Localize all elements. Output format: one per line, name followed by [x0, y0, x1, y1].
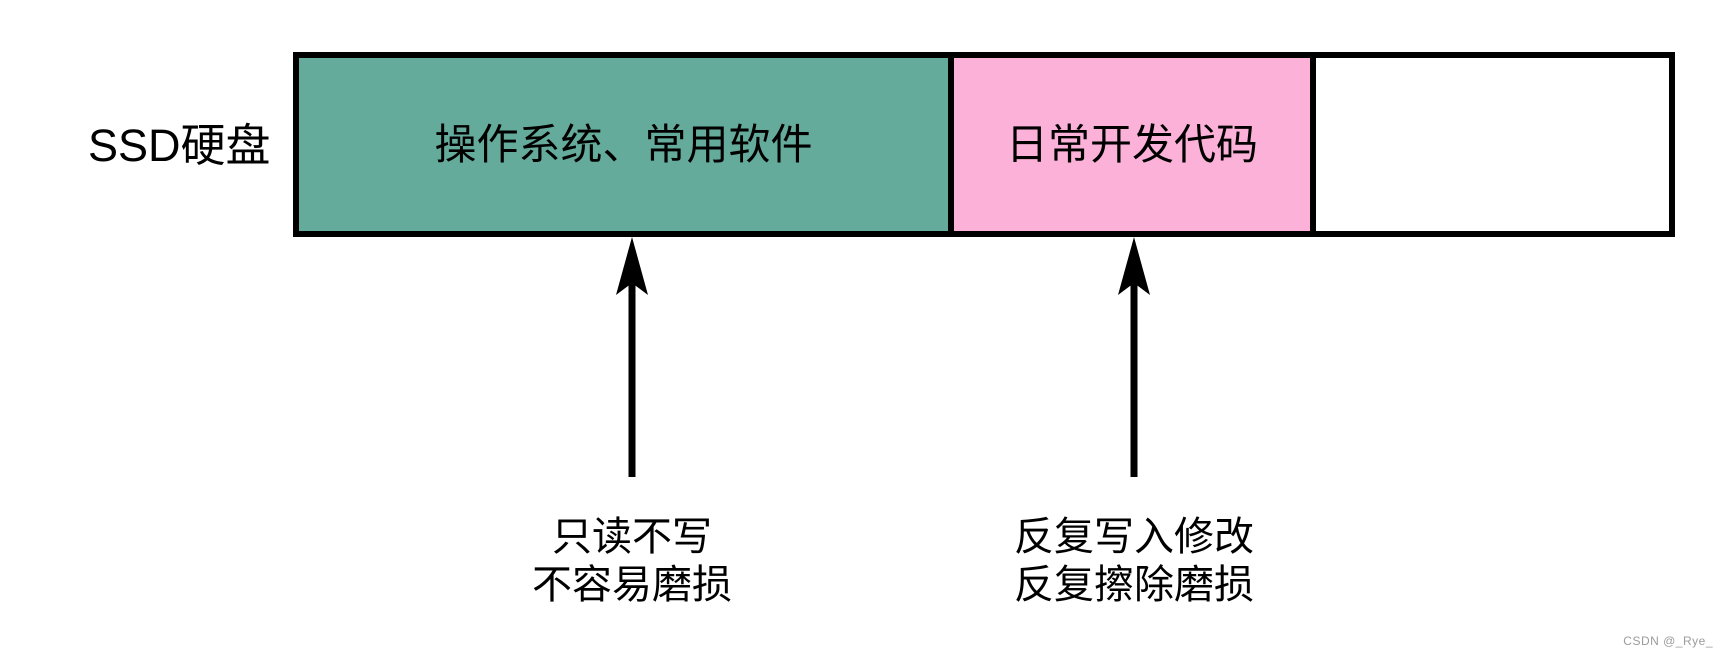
- callout-dev-code-line1: 反复写入修改: [1014, 515, 1254, 559]
- up-arrow-icon-os: [616, 237, 648, 477]
- callout-dev-code: 反复写入修改 反复擦除磨损: [924, 513, 1344, 609]
- callout-os-line2: 不容易磨损: [532, 563, 732, 607]
- segment-os: 操作系统、常用软件: [299, 58, 955, 231]
- segment-os-label: 操作系统、常用软件: [434, 120, 813, 168]
- callout-os: 只读不写 不容易磨损: [422, 513, 842, 609]
- segment-dev-code-label: 日常开发代码: [1006, 120, 1259, 168]
- watermark: CSDN @_Rye_: [1623, 634, 1713, 648]
- segment-dev-code: 日常开发代码: [954, 58, 1316, 231]
- callout-os-line1: 只读不写: [552, 515, 712, 559]
- ssd-bar: 操作系统、常用软件 日常开发代码: [293, 52, 1675, 237]
- up-arrow-icon-dev-code: [1118, 237, 1150, 477]
- arrow-stem: [628, 279, 636, 477]
- disk-label: SSD硬盘: [88, 120, 271, 171]
- callout-dev-code-line2: 反复擦除磨损: [1014, 563, 1254, 607]
- segment-free: [1315, 58, 1669, 231]
- arrowhead: [1118, 237, 1150, 295]
- arrow-stem: [1130, 279, 1138, 477]
- arrowhead: [616, 237, 648, 295]
